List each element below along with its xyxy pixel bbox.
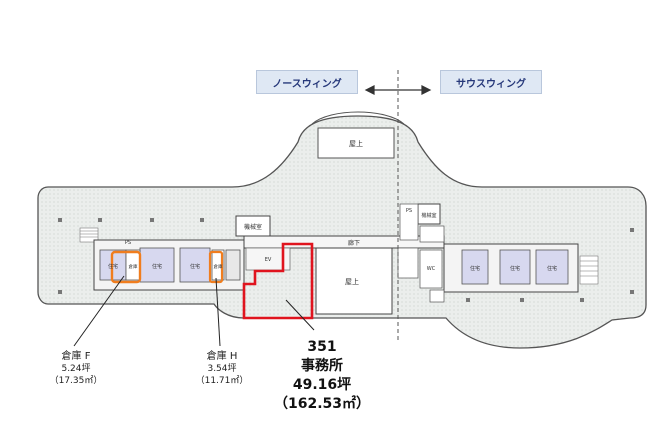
storage-h-tsubo: 3.54坪 (207, 364, 237, 374)
south-utilities (397, 203, 445, 303)
storage-h-sqm: （11.71㎡） (195, 376, 249, 386)
callout-office-351: 351 事務所 49.16坪 （162.53㎡） (262, 338, 382, 414)
residence-5 (499, 249, 531, 285)
residence-2-label: 住宅 (152, 263, 162, 270)
stairs-east (579, 255, 599, 285)
corridor-label: 廊下 (348, 239, 360, 247)
office-351-boundary (242, 242, 314, 320)
residence-6-label: 住宅 (547, 265, 557, 272)
storage-h-name: 倉庫 H (206, 351, 238, 362)
machine-room-south-label: 機械室 (421, 212, 436, 219)
wing-label-south: サウスウィング (440, 70, 542, 94)
office-351-tsubo: 49.16坪 (292, 377, 352, 393)
residence-4 (461, 249, 489, 285)
callout-storage-f: 倉庫 F 5.24坪 （17.35㎡） (44, 350, 108, 387)
rooftop-arch (311, 111, 405, 125)
storage-f-sqm: （17.35㎡） (49, 376, 103, 386)
stairs-west (79, 227, 99, 243)
column-marks (58, 218, 634, 302)
residence-4-label: 住宅 (470, 265, 480, 272)
office-351-number: 351 (307, 339, 337, 355)
rooftop-lower-label: 屋上 (345, 277, 359, 286)
residence-6 (535, 249, 569, 285)
residence-1-label: 住宅 (108, 263, 118, 270)
residence-3 (179, 247, 211, 283)
residence-3-label: 住宅 (190, 263, 200, 270)
small-room-3 (225, 249, 241, 281)
rooftop-upper (317, 127, 395, 159)
ps-label-2: PS (406, 208, 412, 214)
callout-storage-h: 倉庫 H 3.54坪 （11.71㎡） (190, 350, 254, 387)
wing-label-north: ノースウィング (256, 70, 358, 94)
storage-h-room-label: 倉庫 (214, 263, 223, 270)
machine-room-north-label: 機械室 (244, 223, 262, 231)
office-351-name: 事務所 (301, 358, 343, 374)
ev-label: EV (265, 257, 272, 263)
storage-f-highlight (110, 250, 142, 284)
storage-f-tsubo: 5.24坪 (61, 364, 91, 374)
leader-storage-h (215, 277, 221, 347)
residence-5-label: 住宅 (510, 265, 520, 272)
office-351-sqm: （162.53㎡） (273, 396, 371, 412)
storage-f-name: 倉庫 F (61, 351, 91, 362)
residence-2 (139, 247, 175, 283)
rooftop-lower (315, 247, 393, 315)
wc-label: WC (427, 266, 436, 272)
storage-f-room-label: 倉庫 (129, 263, 138, 270)
double-arrow-icon (364, 85, 432, 95)
leader-storage-f (73, 275, 125, 347)
leader-office-351 (285, 299, 315, 331)
ps-label-1: PS (125, 240, 131, 246)
rooftop-upper-label: 屋上 (349, 139, 363, 148)
